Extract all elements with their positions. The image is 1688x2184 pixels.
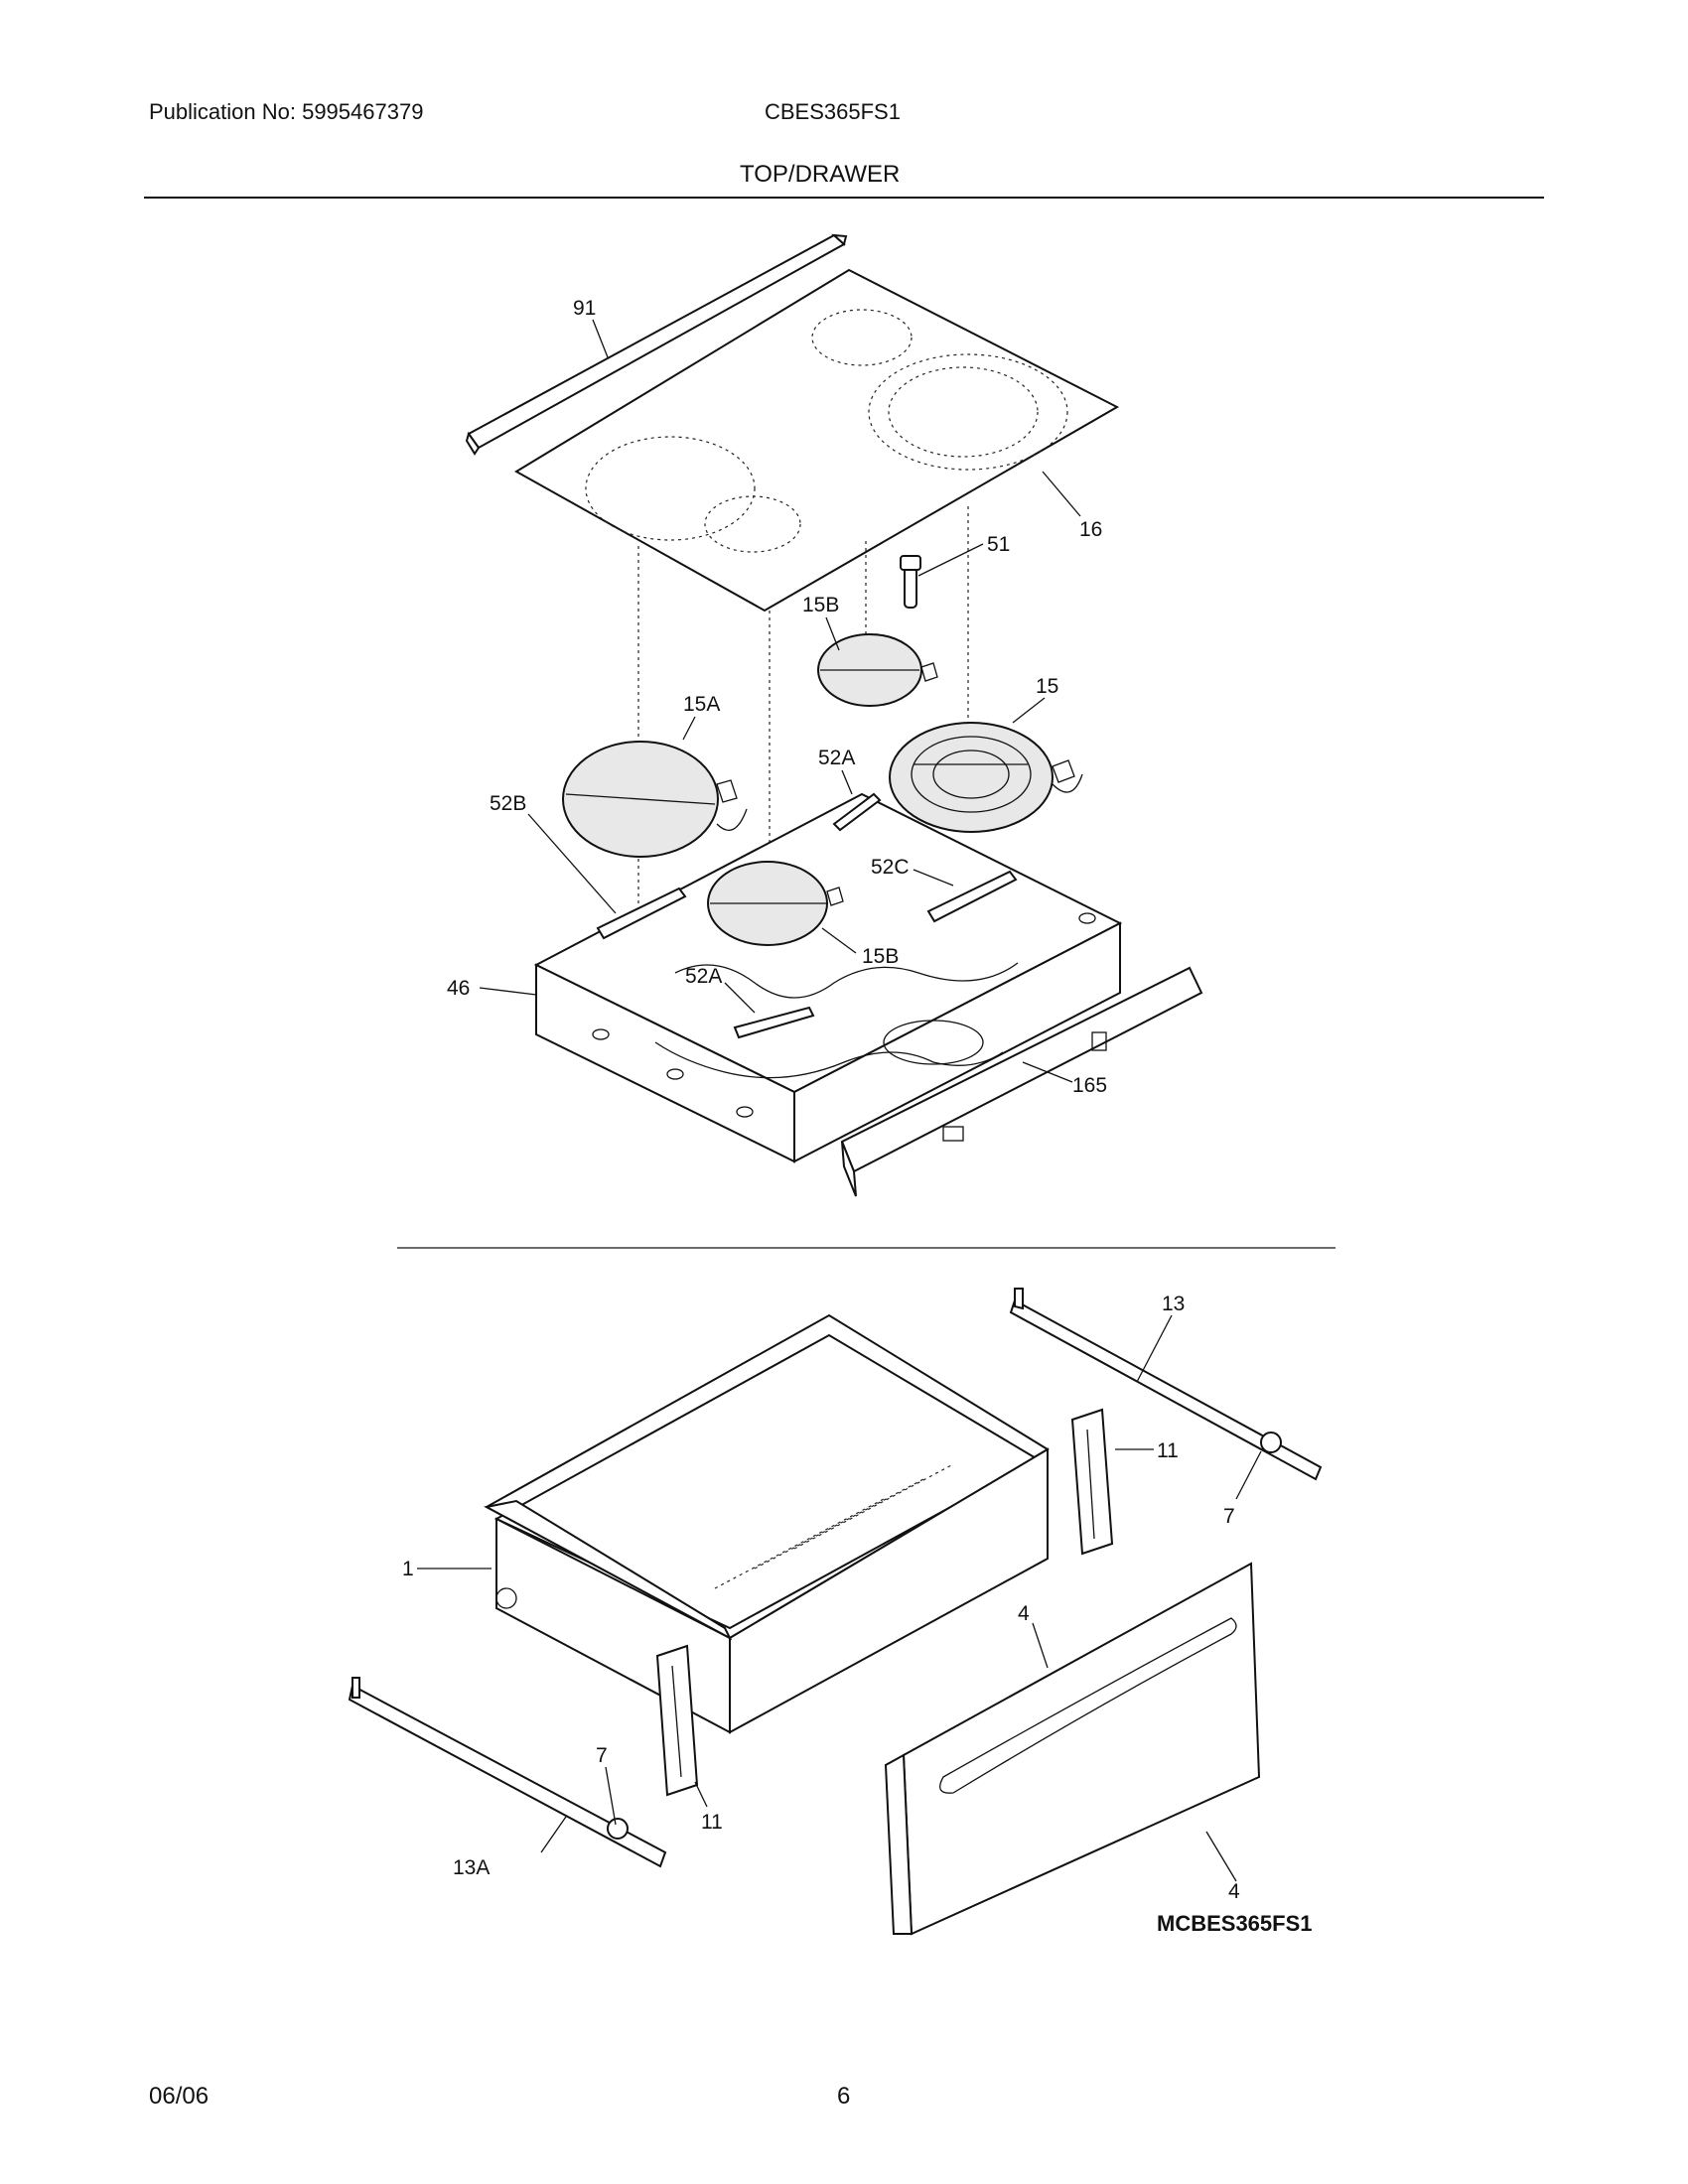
callout-52b: 52B	[490, 792, 526, 815]
burner-box	[533, 792, 1123, 1163]
drawer-slide-rail-left	[348, 1677, 667, 1868]
callout-51: 51	[987, 533, 1010, 556]
callout-4-lower: 4	[1228, 1880, 1240, 1903]
callout-4-upper: 4	[1018, 1602, 1030, 1625]
callout-15b-lower: 15B	[862, 945, 899, 968]
callout-11-right: 11	[1157, 1439, 1179, 1462]
callout-165: 165	[1072, 1074, 1107, 1097]
surface-element-large	[889, 722, 1083, 833]
element-bracket-52a-upper	[832, 792, 882, 832]
glass-cooktop	[514, 268, 1120, 613]
callout-13a: 13A	[453, 1856, 490, 1879]
callout-13: 13	[1162, 1293, 1185, 1315]
callout-7-left: 7	[596, 1744, 608, 1767]
callout-52c: 52C	[871, 856, 910, 879]
element-bracket-52c	[926, 870, 1018, 923]
surface-element-small-lower	[707, 861, 844, 946]
drawer-glide-bracket-right	[1070, 1408, 1114, 1556]
callout-52a-lower: 52A	[685, 965, 722, 988]
callout-91: 91	[573, 297, 596, 320]
element-bracket-52a-lower	[733, 1006, 815, 1039]
callout-46: 46	[447, 977, 470, 1000]
callout-15a: 15A	[683, 693, 720, 716]
callout-11-left: 11	[701, 1811, 723, 1834]
callout-15: 15	[1036, 675, 1058, 698]
top-assembly: 91 16 51 15B 15 15A 52A 52B 52C 15B 46 5…	[447, 233, 1203, 1197]
section-title: TOP/DRAWER	[740, 161, 901, 188]
callout-7-right: 7	[1223, 1505, 1235, 1528]
drawer-body	[484, 1313, 1050, 1734]
footer-page-number: 6	[837, 2083, 851, 2110]
publication-number: Publication No: 5995467379	[149, 99, 424, 124]
element-bracket-52b	[596, 887, 687, 940]
terminal-bracket	[840, 966, 1203, 1197]
drawer-assembly: 13 11 7 1 4 7 11 13A 4 MCBES365FS1	[348, 1288, 1323, 1936]
callout-52a-upper: 52A	[818, 747, 855, 769]
surface-element-small-upper	[817, 633, 938, 707]
surface-element-left	[562, 741, 748, 858]
drawer-front-panel	[884, 1562, 1261, 1936]
trim-strip	[465, 233, 848, 456]
callout-16: 16	[1079, 518, 1102, 541]
footer-date: 06/06	[149, 2083, 210, 2110]
callout-1: 1	[402, 1558, 414, 1580]
limit-sensor	[900, 555, 921, 609]
model-number: CBES365FS1	[765, 99, 901, 124]
header-rule	[144, 197, 1544, 199]
diagram-code: MCBES365FS1	[1157, 1911, 1313, 1936]
callout-15b-upper: 15B	[802, 594, 839, 616]
drawer-slide-rail-right	[1009, 1288, 1323, 1481]
